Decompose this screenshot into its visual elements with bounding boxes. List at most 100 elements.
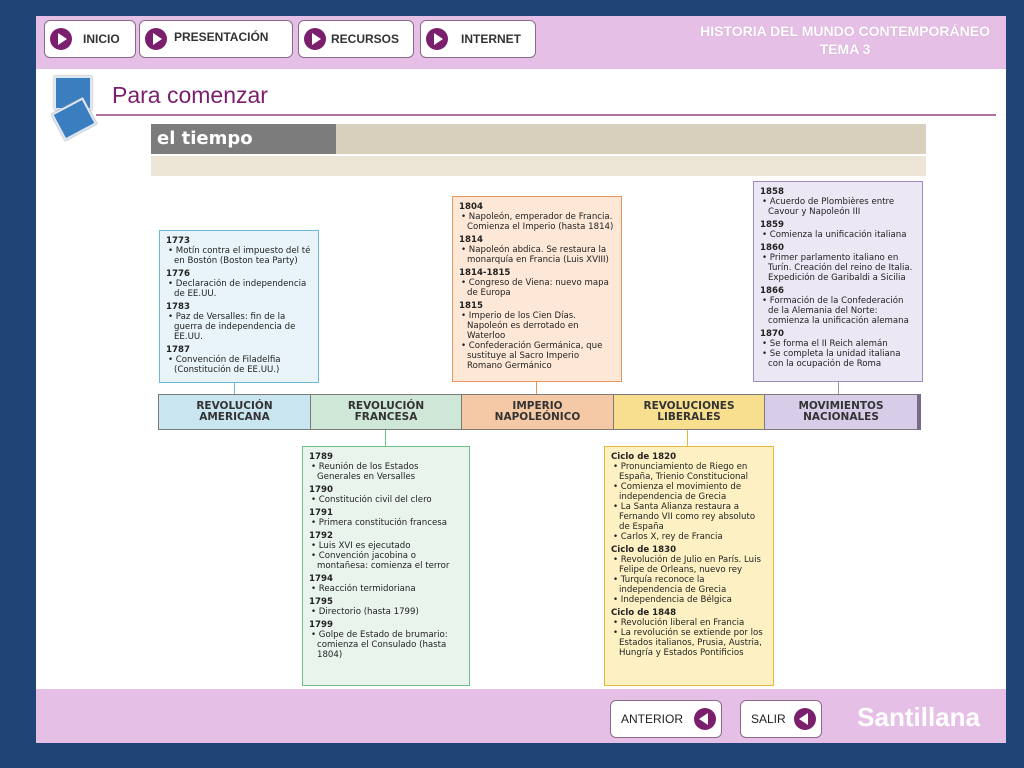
event-year: 1860 [760, 243, 784, 253]
event-item: • Independencia de Bélgica [613, 595, 732, 605]
event-item: • Reacción termidoriana [311, 584, 416, 594]
event-year: Ciclo de 1848 [611, 608, 677, 618]
salir-label: SALIR [751, 712, 786, 726]
course-title-line1: HISTORIA DEL MUNDO CONTEMPORÁNEO [700, 23, 990, 39]
event-item: • Carlos X, rey de Francia [613, 532, 723, 542]
connector [385, 430, 386, 446]
event-item: • La Santa Alianza restaura a Fernando V… [613, 502, 756, 532]
course-title: HISTORIA DEL MUNDO CONTEMPORÁNEO TEMA 3 [700, 22, 990, 58]
back-arrow-icon [694, 708, 716, 730]
event-year: Ciclo de 1830 [611, 545, 677, 555]
event-year: 1794 [309, 574, 333, 584]
title-divider [96, 114, 996, 116]
event-year: 1789 [309, 452, 333, 462]
event-item: • La revolución se extiende por los Esta… [613, 628, 763, 658]
event-item: • Primer parlamento italiano en Turín. C… [762, 253, 913, 283]
event-year: 1814 [459, 235, 483, 245]
event-item: • Comienza la unificación italiana [762, 230, 907, 240]
event-item: • Acuerdo de Plombières entre Cavour y N… [762, 197, 895, 217]
event-item: • Se completa la unidad italiana con la … [762, 349, 901, 369]
nav-internet-button[interactable]: INTERNET [420, 20, 536, 58]
event-item: • Imperio de los Cien Días. Napoleón es … [461, 311, 579, 341]
event-item: • Napoleón abdica. Se restaura la monarq… [461, 245, 609, 265]
event-item: • Se forma el II Reich alemán [762, 339, 888, 349]
event-item: • Revolución liberal en Francia [613, 618, 745, 628]
events-box-americana: 1773• Motín contra el impuesto del té en… [159, 230, 319, 383]
bottom-bar [36, 689, 1006, 743]
events-box-napoleonico: 1804• Napoleón, emperador de Francia. Co… [452, 196, 622, 382]
connector [536, 382, 537, 394]
event-year: 1859 [760, 220, 784, 230]
nav-presentacion-button[interactable]: PRESENTACIÓN [139, 20, 293, 58]
event-item: • Formación de la Confederación de la Al… [762, 296, 909, 326]
event-item: • Luis XVI es ejecutado [311, 541, 411, 551]
anterior-label: ANTERIOR [621, 712, 684, 726]
event-year: 1815 [459, 301, 483, 311]
event-year: 1866 [760, 286, 784, 296]
event-item: • Primera constitución francesa [311, 518, 447, 528]
event-item: • Turquía reconoce la independencia de G… [613, 575, 727, 595]
event-year: 1787 [166, 345, 190, 355]
event-year: 1795 [309, 597, 333, 607]
event-item: • Revolución de Julio en París. Luis Fel… [613, 555, 761, 575]
publisher-logo-text: Santillana [857, 702, 980, 732]
play-arrow-icon [50, 28, 72, 50]
connector [234, 383, 235, 394]
section-icon [50, 76, 97, 141]
event-item: • Constitución civil del clero [311, 495, 432, 505]
event-item: • Pronunciamiento de Riego en España, Tr… [613, 462, 749, 482]
event-item: • Reunión de los Estados Generales en Ve… [311, 462, 419, 482]
play-arrow-icon [304, 28, 326, 50]
connector [687, 430, 688, 446]
back-arrow-icon [794, 708, 816, 730]
subtitle-label: el tiempo [151, 124, 336, 154]
anterior-button[interactable]: ANTERIOR [610, 700, 722, 738]
nav-internet-label: INTERNET [461, 32, 521, 46]
event-item: • Convención jacobina o montañesa: comie… [311, 551, 450, 571]
event-year: Ciclo de 1820 [611, 452, 677, 462]
course-title-line2: TEMA 3 [819, 41, 871, 57]
event-year: 1792 [309, 531, 333, 541]
nav-presentacion-label: PRESENTACIÓN [174, 30, 269, 44]
top-navigation-bar: INICIO PRESENTACIÓN RECURSOS INTERNET HI… [36, 16, 1006, 69]
app-frame: INICIO PRESENTACIÓN RECURSOS INTERNET HI… [36, 16, 1006, 743]
event-year: 1773 [166, 236, 190, 246]
event-item: • Napoleón, emperador de Francia. Comien… [461, 212, 614, 232]
subtitle-strip [151, 156, 926, 176]
event-item: • Directorio (hasta 1799) [311, 607, 419, 617]
events-box-liberales: Ciclo de 1820• Pronunciamiento de Riego … [604, 446, 774, 686]
event-item: • Comienza el movimiento de independenci… [613, 482, 742, 502]
event-year: 1870 [760, 329, 784, 339]
nav-recursos-label: RECURSOS [331, 32, 400, 46]
play-arrow-icon [426, 28, 448, 50]
event-year: 1783 [166, 302, 190, 312]
connector [838, 382, 839, 394]
play-arrow-icon [145, 28, 167, 50]
event-item: • Declaración de independencia de EE.UU. [168, 279, 307, 299]
events-box-francesa: 1789• Reunión de los Estados Generales e… [302, 446, 470, 686]
event-item: • Convención de Filadelfia (Constitución… [168, 355, 281, 375]
event-item: • Golpe de Estado de brumario: comienza … [311, 630, 448, 660]
event-item: • Confederación Germánica, que sustituye… [461, 341, 603, 371]
nav-recursos-button[interactable]: RECURSOS [298, 20, 414, 58]
nav-inicio-label: INICIO [83, 32, 120, 46]
event-year: 1799 [309, 620, 333, 630]
event-year: 1776 [166, 269, 190, 279]
event-year: 1814-1815 [459, 268, 511, 278]
event-year: 1804 [459, 202, 483, 212]
event-item: • Congreso de Viena: nuevo mapa de Europ… [461, 278, 609, 298]
event-year: 1858 [760, 187, 784, 197]
event-item: • Motín contra el impuesto del té en Bos… [168, 246, 311, 266]
event-item: • Paz de Versalles: fin de la guerra de … [168, 312, 296, 342]
events-box-nacionales: 1858• Acuerdo de Plombières entre Cavour… [753, 181, 923, 382]
event-year: 1790 [309, 485, 333, 495]
page-title: Para comenzar [112, 82, 268, 108]
salir-button[interactable]: SALIR [740, 700, 822, 738]
nav-inicio-button[interactable]: INICIO [44, 20, 136, 58]
event-year: 1791 [309, 508, 333, 518]
